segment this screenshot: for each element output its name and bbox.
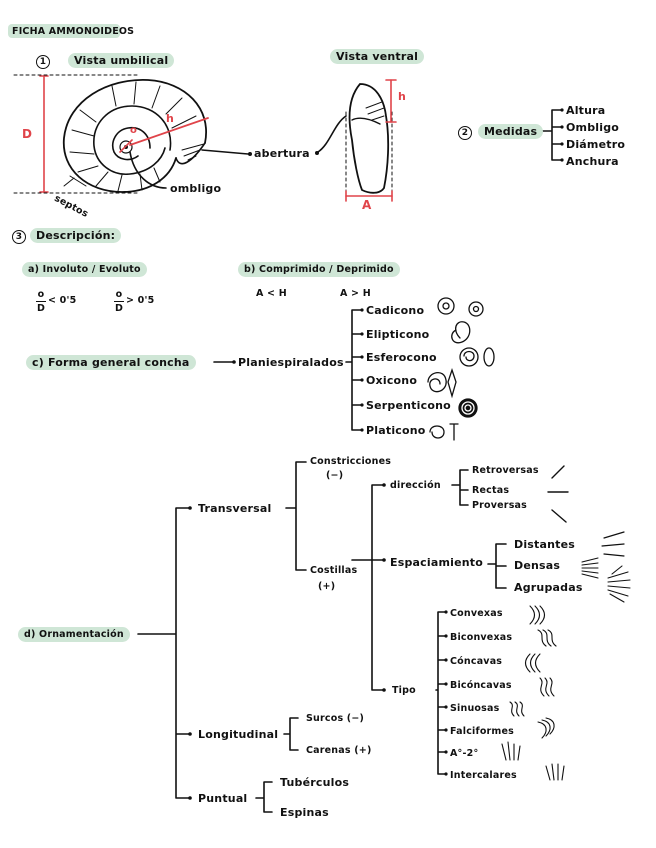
section3-number: 3 <box>12 229 30 244</box>
point-item: Tubérculos <box>280 776 350 789</box>
section2-number: 2 <box>458 125 476 140</box>
point-label: Puntual <box>198 792 248 805</box>
relation-compressed: A < H <box>256 288 287 299</box>
formula2-numerator: o <box>114 289 124 302</box>
longitudinal-item: Surcos (−) <box>306 713 365 724</box>
ventral-height-label: h <box>398 90 407 103</box>
constrictions-sign: (−) <box>326 470 344 481</box>
shell-shape-item: Cadicono <box>366 304 425 317</box>
ventral-view-label: Vista ventral <box>330 49 425 64</box>
direction-item: Retroversas <box>472 465 539 476</box>
direction-item: Rectas <box>472 485 510 496</box>
rib-type-item: Intercalares <box>450 770 517 781</box>
umbilicus-pointer-label: ombligo <box>170 182 222 195</box>
rib-type-item: Convexas <box>450 608 503 619</box>
constrictions-label: Constricciones <box>310 456 392 467</box>
point-item: Espinas <box>280 806 329 819</box>
rib-type-item: Bicóncavas <box>450 680 512 691</box>
shell-shape-item: Serpenticono <box>366 399 451 412</box>
ribs-label: Costillas <box>310 565 358 576</box>
formula1-denominator: D <box>36 303 46 314</box>
shell-shape-item: Esferocono <box>366 351 437 364</box>
measure-item: Altura <box>566 104 606 117</box>
section1-number-label: 1 <box>36 55 50 69</box>
section3-number-label: 3 <box>12 230 26 244</box>
spacing-item: Agrupadas <box>514 581 583 594</box>
spacing-item: Densas <box>514 559 561 572</box>
shell-shape-item: Oxicono <box>366 374 418 387</box>
section1-number: 1 <box>36 54 54 69</box>
ribs-sign: (+) <box>318 581 336 592</box>
section2-number-label: 2 <box>458 126 472 140</box>
rib-type-item: Biconvexas <box>450 632 513 643</box>
shell-icons <box>427 297 495 441</box>
rib-type-item: Sinuosas <box>450 703 500 714</box>
ornamentation-title: d) Ornamentación <box>18 627 130 642</box>
measure-item: Diámetro <box>566 138 626 151</box>
sheet-title: FICHA AMMONOIDEOS <box>12 26 135 37</box>
umbilical-view-label: Vista umbilical <box>68 53 175 68</box>
formula2-relation: > 0'5 <box>126 295 155 306</box>
compressed-depressed-title: b) Comprimido / Deprimido <box>238 262 400 277</box>
longitudinal-label: Longitudinal <box>198 728 279 741</box>
umbilicus-label: o <box>130 125 138 136</box>
shell-shape-item: Elipticono <box>366 328 430 341</box>
formula2-denominator: D <box>114 303 124 314</box>
diameter-label: D <box>22 127 33 141</box>
rib-type-icons <box>501 605 565 781</box>
formula1-numerator: o <box>36 289 46 302</box>
general-shape-title: c) Forma general concha <box>26 355 196 370</box>
involute-evolute-title: a) Involuto / Evoluto <box>22 262 147 277</box>
spacing-item: Distantes <box>514 538 576 551</box>
rib-type-item: Falciformes <box>450 726 515 737</box>
type-label: Tipo <box>392 685 416 696</box>
whorl-height-label: h <box>166 112 175 125</box>
ammonite-umbilical-drawing <box>63 79 207 193</box>
formula1-relation: < 0'5 <box>48 295 77 306</box>
rib-type-item: Cóncavas <box>450 656 503 667</box>
measures-title: Medidas <box>478 124 544 139</box>
measure-item: Ombligo <box>566 121 620 134</box>
shell-shape-item: Platicono <box>366 424 426 437</box>
description-title: Descripción: <box>30 228 122 243</box>
planispiral-label: Planiespiralados <box>238 356 344 369</box>
ventral-width-label: A <box>362 198 372 212</box>
aperture-label: abertura <box>254 147 310 160</box>
direction-item: Proversas <box>472 500 528 511</box>
measure-item: Anchura <box>566 155 619 168</box>
ammonite-ventral-drawing <box>345 83 393 201</box>
longitudinal-item: Carenas (+) <box>306 745 372 756</box>
transversal-label: Transversal <box>198 502 272 515</box>
direction-label: dirección <box>390 480 441 491</box>
rib-type-item: A°-2° <box>450 748 479 759</box>
relation-depressed: A > H <box>340 288 371 299</box>
spacing-label: Espaciamiento <box>390 556 484 569</box>
